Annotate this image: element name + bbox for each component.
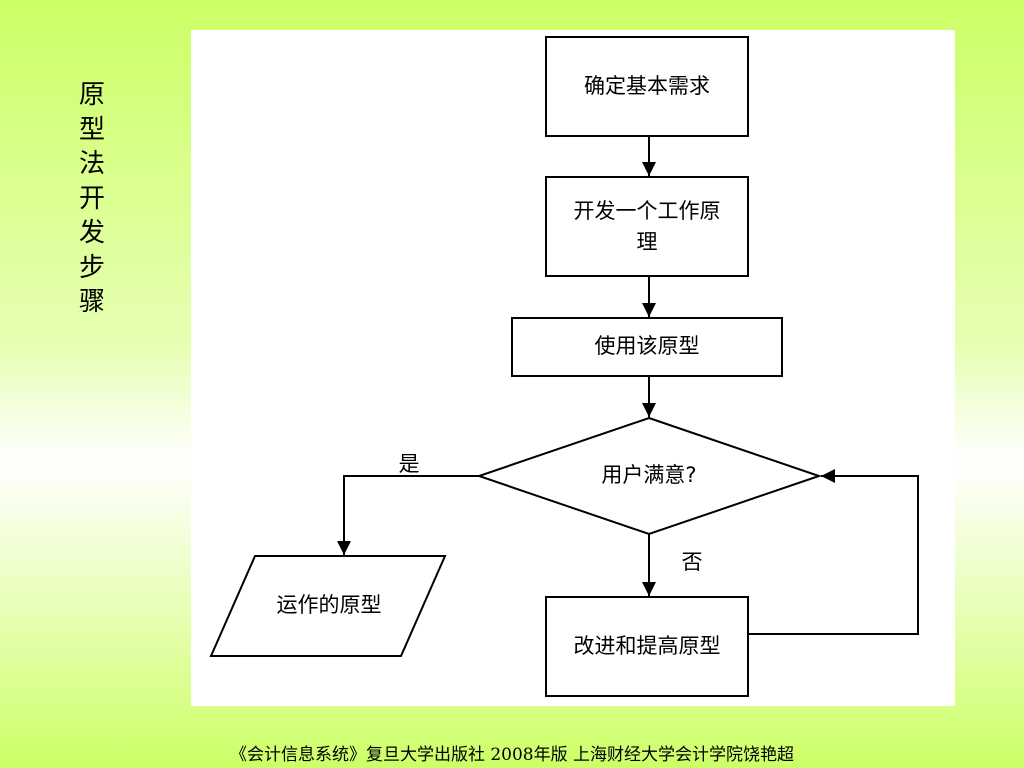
footer-citation: 《会计信息系统》复旦大学出版社 2008年版 上海财经大学会计学院饶艳超 [229,745,795,765]
node-box-use-prototype [511,317,783,377]
node-develop-prototype: 开发一个工作原理 [573,198,721,255]
node-working-prototype: 运作的原型 [276,593,382,618]
edge-label-no: 否 [681,550,703,575]
node-improve-prototype: 改进和提高原型 [573,634,721,659]
node-user-satisfied: 用户满意? [601,463,697,488]
node-box-improve-prototype [545,596,749,697]
node-use-prototype: 使用该原型 [594,334,700,359]
arrow-improve-loop [748,469,919,635]
node-determine-requirements: 确定基本需求 [584,74,710,99]
flowchart-canvas: 确定基本需求 开发一个工作原理 使用该原型 用户满意? 运作的原型 改进和提高原… [191,30,955,706]
edge-label-yes: 是 [398,452,420,477]
node-parallelogram-working-prototype [209,555,447,657]
side-title: 原型法开发步骤 [78,80,105,317]
node-box-determine-requirements [545,36,749,137]
node-box-develop-prototype [545,176,749,277]
flowchart-lines [209,36,919,697]
arrow-decision-yes [337,475,479,555]
